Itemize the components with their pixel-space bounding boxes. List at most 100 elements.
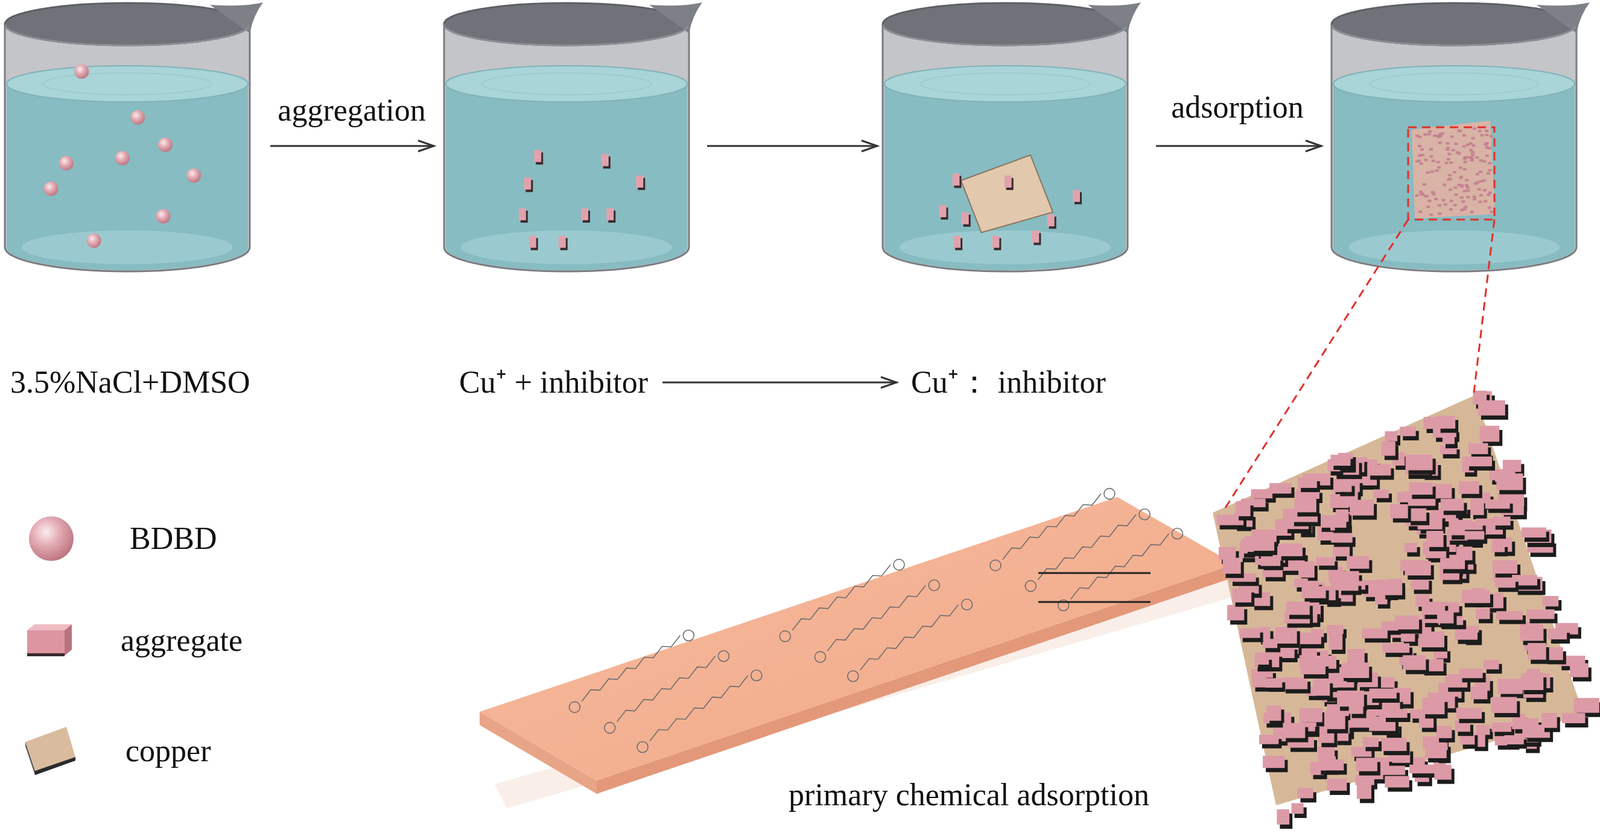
beaker-rim-front xyxy=(4,24,250,46)
legend-text: copper xyxy=(125,733,211,770)
aggregate xyxy=(1367,464,1391,477)
bdbd-molecule xyxy=(156,209,171,224)
node-text: Cu⁺： inhibitor xyxy=(911,365,1106,400)
aggregate xyxy=(1442,433,1455,445)
aggregate-speck xyxy=(1464,179,1469,182)
aggregate xyxy=(1269,483,1292,494)
aggregate-speck xyxy=(1479,159,1483,162)
aggregate-speck xyxy=(1448,188,1453,192)
aggregate-speck xyxy=(1486,193,1491,197)
aggregate-speck xyxy=(1462,145,1467,148)
bdbd-molecule xyxy=(74,63,89,79)
covered-copper xyxy=(1411,120,1496,219)
molecule-chain xyxy=(1037,514,1137,581)
aggregate xyxy=(1380,766,1406,776)
beaker-rim xyxy=(4,3,250,46)
molecule-ring xyxy=(1171,528,1183,540)
aggregate xyxy=(1437,611,1454,624)
aggregate-speck xyxy=(1469,149,1473,152)
aggregate xyxy=(1297,477,1318,489)
aggregate xyxy=(1252,673,1267,688)
aggregate xyxy=(1394,615,1420,630)
aggregate xyxy=(1349,500,1374,516)
aggregate xyxy=(1297,787,1314,799)
legend-text: aggregate xyxy=(120,622,243,659)
aggregate-speck xyxy=(1438,132,1442,136)
aggregate-speck xyxy=(1466,143,1470,147)
zoom-copper xyxy=(1212,395,1584,806)
aggregate xyxy=(952,173,960,186)
arrow-head xyxy=(418,140,434,152)
aggregate-speck xyxy=(1487,162,1492,165)
aggregate-speck xyxy=(1463,190,1467,193)
zoom-surface xyxy=(1212,390,1600,829)
zoom-leader xyxy=(1224,219,1409,510)
aggregate xyxy=(1338,581,1359,591)
aggregate xyxy=(1356,757,1378,772)
aggregate xyxy=(1485,499,1511,510)
aggregate xyxy=(1286,601,1310,615)
molecule-group xyxy=(569,488,1184,753)
aggregate xyxy=(1440,498,1465,512)
beaker-water xyxy=(884,83,1126,271)
aggregate xyxy=(1434,483,1452,499)
aggregate-speck xyxy=(1447,153,1451,156)
aggregate xyxy=(1526,609,1555,620)
aggregate xyxy=(1276,809,1290,825)
aggregate xyxy=(1356,782,1372,799)
bdbd-molecule xyxy=(130,110,145,125)
aggregate xyxy=(1541,713,1558,729)
aggregate xyxy=(1004,175,1012,188)
aggregate-speck xyxy=(1489,135,1494,138)
aggregate xyxy=(1520,673,1544,691)
beaker-bottom xyxy=(899,230,1111,265)
water-ripple xyxy=(42,73,212,95)
aggregate xyxy=(580,208,589,221)
aggregate xyxy=(1548,628,1567,640)
aggregate-speck xyxy=(1462,134,1467,137)
aggregate xyxy=(1349,704,1364,714)
aggregate xyxy=(1495,577,1516,589)
aggregate-speck xyxy=(1472,127,1477,130)
water-surface xyxy=(445,65,688,102)
aggregate xyxy=(1343,662,1369,679)
aggregate xyxy=(953,235,961,248)
aggregate-blocks xyxy=(1216,390,1600,829)
beaker-outline xyxy=(4,24,250,272)
aggregate xyxy=(1298,561,1315,578)
aggregate-speck xyxy=(1479,194,1483,197)
beaker-rim-front xyxy=(882,24,1128,46)
equals-sign xyxy=(1038,573,1151,603)
aggregate-speck xyxy=(1470,211,1474,214)
aggregate-speck xyxy=(1432,134,1437,137)
arrow-line xyxy=(270,145,434,148)
beaker xyxy=(444,2,703,272)
aggregate xyxy=(1459,669,1483,679)
aggregate-speck xyxy=(1447,178,1451,181)
aggregate xyxy=(1373,489,1389,499)
aggregate xyxy=(1408,482,1433,495)
aggregate xyxy=(1491,722,1512,733)
aggregate xyxy=(529,235,537,248)
aggregate xyxy=(1300,662,1326,675)
beaker-rim xyxy=(882,3,1128,46)
aggregate xyxy=(1527,643,1547,661)
aggregate-speck xyxy=(1415,134,1420,137)
aggregate-speck xyxy=(1431,191,1435,194)
molecule-chain xyxy=(792,564,891,631)
molecule-ring xyxy=(847,670,859,682)
aggregate-speck xyxy=(1423,158,1428,162)
text-node: Cu⁺： inhibitor xyxy=(907,361,1110,404)
water-ripple xyxy=(482,73,651,95)
bdbd-molecule xyxy=(59,156,74,171)
aggregate xyxy=(1346,556,1369,569)
beaker-rim-front xyxy=(1331,24,1577,46)
aggregate-speck xyxy=(1428,130,1432,133)
beaker-bottom xyxy=(460,230,673,265)
aggregate xyxy=(1496,473,1523,491)
aggregate-speck xyxy=(1479,133,1484,137)
aggregate-speck xyxy=(1486,171,1491,175)
aggregate xyxy=(1470,686,1488,700)
beaker xyxy=(882,2,1141,272)
aggregate xyxy=(1336,482,1352,493)
